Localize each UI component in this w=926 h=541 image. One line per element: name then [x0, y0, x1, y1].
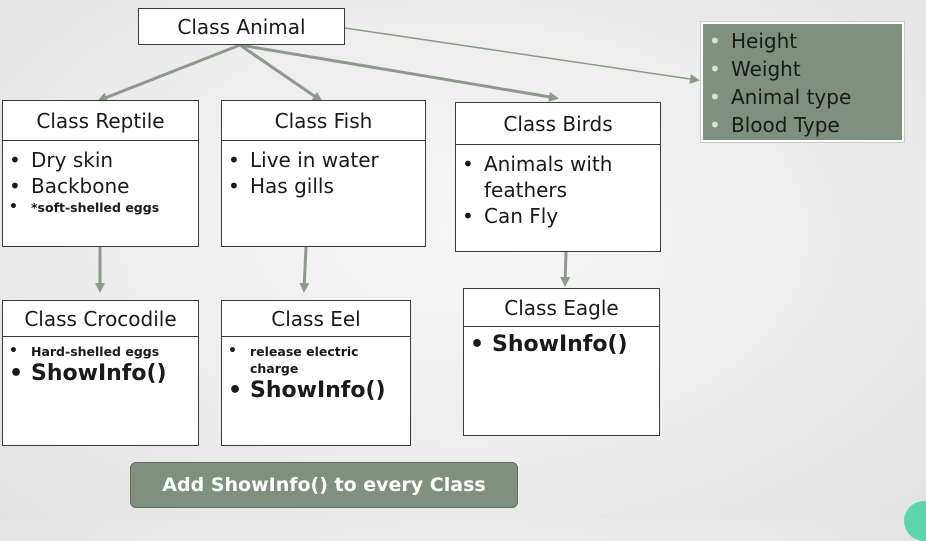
class-eel-title: Class Eel: [222, 301, 410, 337]
property-item: Hard-shelled eggs: [3, 343, 198, 360]
class-reptile-title: Class Reptile: [3, 101, 198, 141]
class-eagle-box: Class Eagle ShowInfo(): [463, 288, 660, 436]
property-item: release electric charge: [222, 343, 404, 377]
class-diagram: Class Animal Height Weight Animal type B…: [0, 0, 926, 519]
attribute-item: Animal type: [703, 83, 902, 111]
arrow-animal-to-fish: [239, 43, 323, 102]
class-birds-title: Class Birds: [456, 103, 660, 145]
fish-properties: Live in water Has gills: [222, 141, 425, 199]
eel-members: release electric charge ShowInfo(): [222, 337, 410, 405]
property-item: Dry skin: [3, 147, 198, 173]
class-fish-box: Class Fish Live in water Has gills: [221, 100, 426, 247]
class-animal-title: Class Animal: [177, 14, 306, 39]
method-showinfo: ShowInfo(): [464, 331, 659, 359]
attribute-item: Height: [703, 27, 902, 55]
class-fish-title: Class Fish: [222, 101, 425, 141]
reptile-properties: Dry skin Backbone *soft-shelled eggs: [3, 141, 198, 216]
property-item: *soft-shelled eggs: [3, 199, 198, 216]
attribute-item: Blood Type: [703, 111, 902, 139]
method-showinfo: ShowInfo(): [3, 360, 198, 388]
class-crocodile-box: Class Crocodile Hard-shelled eggs ShowIn…: [2, 300, 199, 446]
property-item: Backbone: [3, 173, 198, 199]
attribute-item: Weight: [703, 55, 902, 83]
class-eagle-title: Class Eagle: [464, 289, 659, 327]
class-birds-box: Class Birds Animals with feathers Can Fl…: [455, 102, 661, 252]
birds-properties: Animals with feathers Can Fly: [456, 145, 660, 229]
arrow-fish-to-eel: [299, 246, 310, 293]
property-item: Has gills: [222, 173, 425, 199]
property-item: Animals with feathers: [456, 151, 652, 203]
arrow-birds-to-eagle: [560, 251, 571, 287]
arrow-animal-to-reptile: [97, 43, 241, 103]
crocodile-members: Hard-shelled eggs ShowInfo(): [3, 337, 198, 388]
showinfo-banner: Add ShowInfo() to every Class: [130, 462, 518, 508]
arrow-animal-to-attributes: [344, 27, 700, 84]
method-showinfo: ShowInfo(): [222, 377, 404, 405]
property-item: Can Fly: [456, 203, 652, 229]
class-animal-box: Class Animal: [138, 8, 345, 45]
class-eel-box: Class Eel release electric charge ShowIn…: [221, 300, 411, 446]
class-crocodile-title: Class Crocodile: [3, 301, 198, 337]
eagle-members: ShowInfo(): [464, 327, 659, 359]
attribute-list: Height Weight Animal type Blood Type: [703, 27, 902, 139]
animal-attributes-panel: Height Weight Animal type Blood Type: [701, 22, 904, 142]
arrow-layer: [95, 27, 700, 293]
arrow-animal-to-birds: [239, 43, 559, 102]
property-item: Live in water: [222, 147, 425, 173]
class-reptile-box: Class Reptile Dry skin Backbone *soft-sh…: [2, 100, 199, 247]
